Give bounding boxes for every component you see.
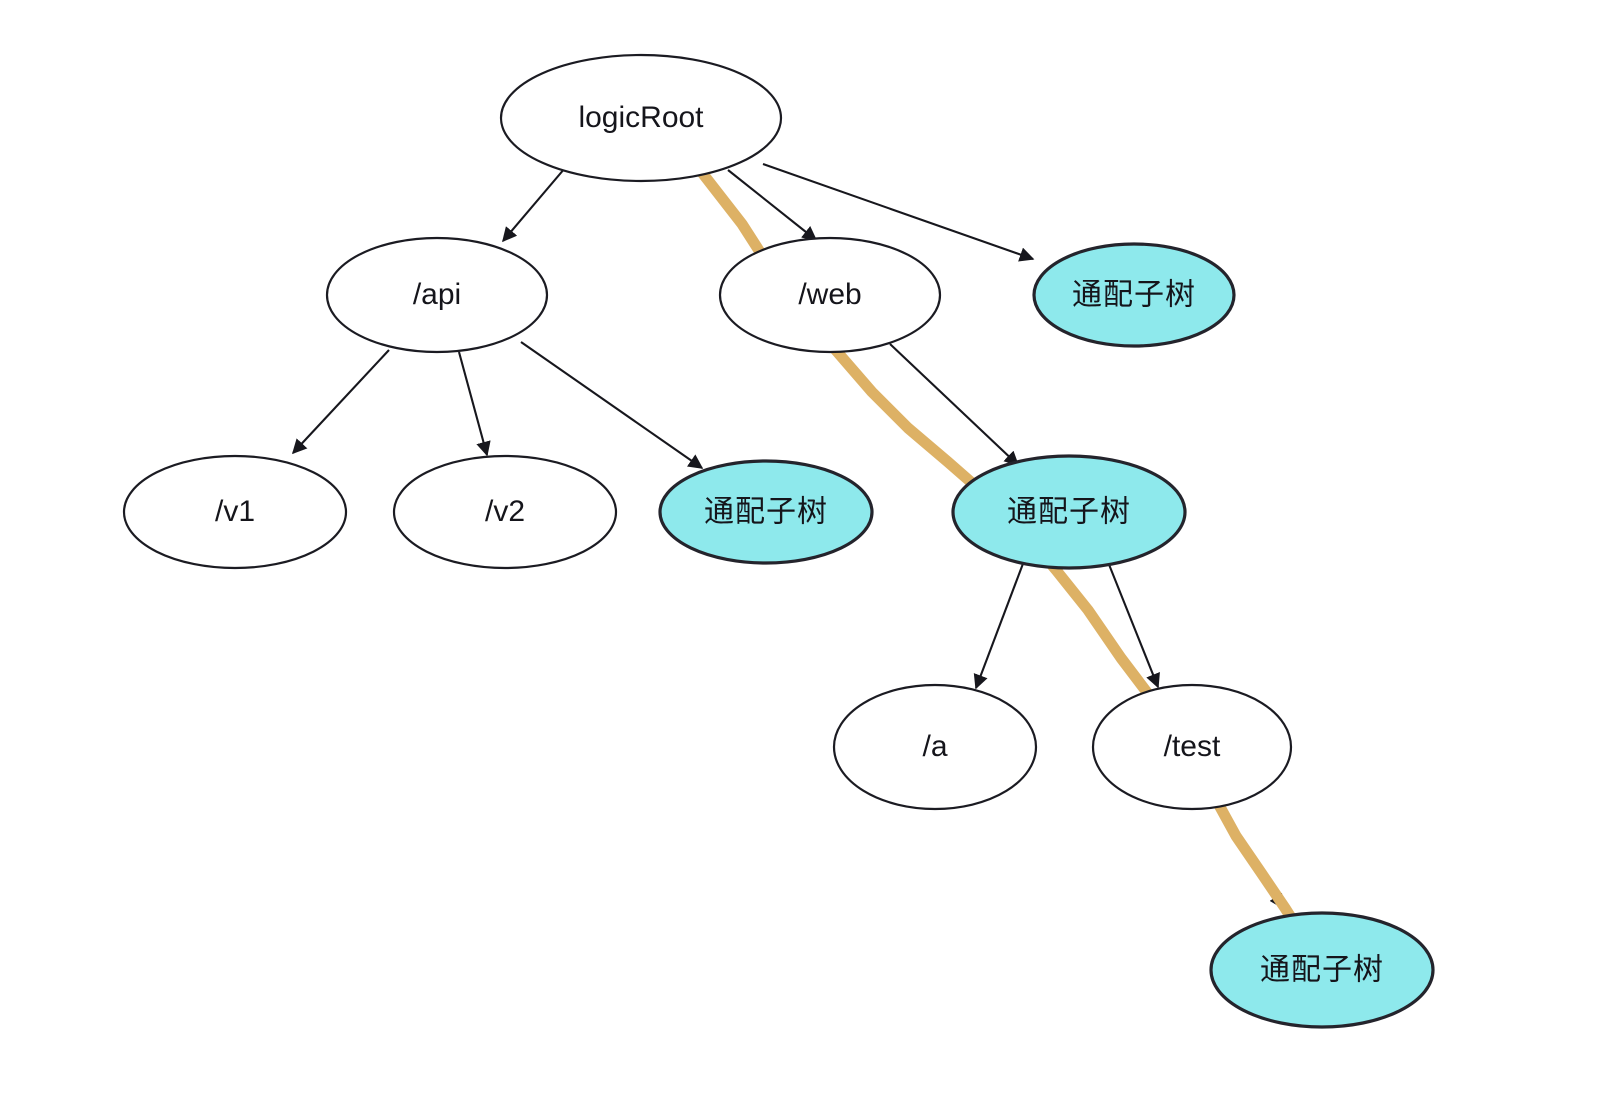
tree-node-wild-test[interactable]: 通配子树 [1209,911,1435,1029]
node-shape-v1 [122,454,348,570]
node-shape-test [1091,683,1293,811]
tree-node-wild-root[interactable]: 通配子树 [1032,242,1236,348]
node-label-wild-web: 通配子树 [1007,495,1131,530]
node-shape-wild-test [1209,911,1435,1029]
node-label-wild-api: 通配子树 [704,495,828,530]
tree-edge-api-to-wild-api [520,341,704,469]
node-label-web: /web [798,278,861,311]
tree-node-a[interactable]: /a [832,683,1038,811]
tree-edge-api-to-v1 [291,349,390,455]
tree-node-test[interactable]: /test [1091,683,1293,811]
node-shape-web [718,236,942,354]
node-label-wild-test: 通配子树 [1260,953,1384,988]
node-shape-wild-web [951,454,1187,570]
node-shape-root [499,53,783,183]
tree-node-wild-web[interactable]: 通配子树 [951,454,1187,570]
node-shape-wild-root [1032,242,1236,348]
node-label-v1: /v1 [215,495,255,528]
node-shape-a [832,683,1038,811]
tree-edge-wild-web-to-a [973,560,1025,690]
tree-edge-root-to-wild-root [762,163,1035,262]
node-shape-wild-api [658,459,874,565]
node-label-api: /api [413,278,461,311]
tree-edge-api-to-v2 [457,351,491,457]
tree-node-v2[interactable]: /v2 [392,454,618,570]
node-label-v2: /v2 [485,495,525,528]
tree-edge-wild-web-to-test [1107,561,1160,689]
node-shape-api [325,236,549,354]
tree-edge-root-to-api [502,167,566,243]
tree-node-wild-api[interactable]: 通配子树 [658,459,874,565]
tree-node-api[interactable]: /api [325,236,549,354]
tree-node-web[interactable]: /web [718,236,942,354]
tree-node-root[interactable]: logicRoot [499,53,783,183]
node-label-test: /test [1164,730,1221,763]
node-label-root: logicRoot [578,101,704,134]
node-label-a: /a [922,730,947,763]
node-label-wild-root: 通配子树 [1072,278,1196,313]
node-shape-v2 [392,454,618,570]
tree-node-v1[interactable]: /v1 [122,454,348,570]
tree-edge-root-to-web [727,169,818,241]
tree-edge-web-to-wild-web [889,343,1020,467]
